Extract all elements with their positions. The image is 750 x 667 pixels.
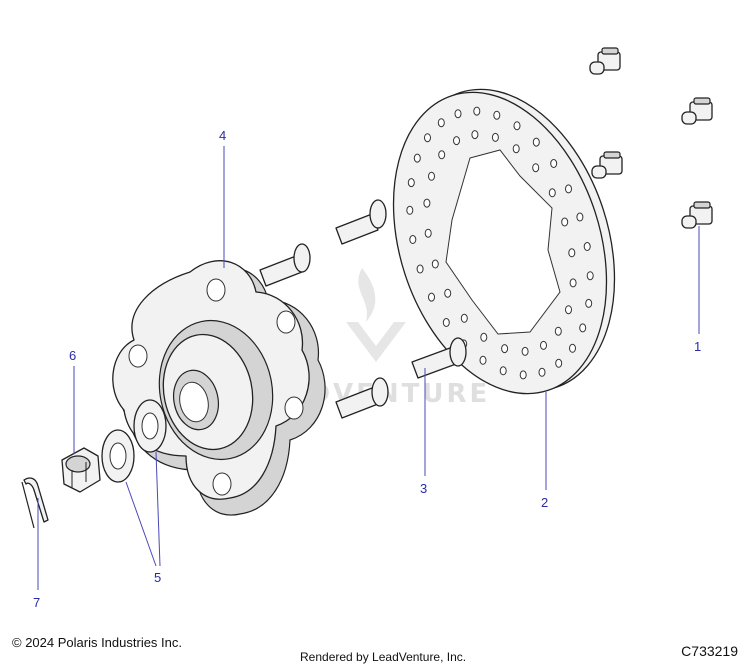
rotor-vent-hole — [424, 228, 432, 238]
rotor-vent-hole — [454, 109, 462, 119]
bolt — [589, 47, 621, 75]
rotor-vent-hole — [428, 292, 435, 302]
cotter-pin — [21, 477, 49, 529]
rotor-vent-hole — [479, 355, 487, 365]
bolt-group — [589, 47, 713, 229]
rotor-vent-hole — [499, 366, 507, 376]
bolt — [681, 97, 713, 125]
rotor-vent-hole — [519, 370, 527, 380]
copyright-text: © 2024 Polaris Industries Inc. — [12, 635, 182, 650]
rotor-vent-hole — [586, 271, 594, 281]
rotor-vent-holes — [406, 106, 594, 380]
rotor-vent-hole — [407, 178, 415, 188]
rotor-vent-hole — [431, 259, 439, 269]
rotor-vent-hole — [473, 106, 481, 116]
callout-2: 2 — [541, 495, 548, 510]
washer-group — [101, 399, 167, 483]
callout-5: 5 — [154, 570, 161, 585]
wheel-stud — [335, 377, 389, 419]
wheel-stud-group — [259, 199, 467, 419]
rotor-vent-hole — [460, 313, 468, 323]
rotor-vent-hole — [406, 205, 414, 215]
callout-4: 4 — [219, 128, 226, 143]
rotor-vent-hole — [423, 198, 431, 208]
rotor-vent-hole — [438, 150, 446, 160]
rotor-vent-hole — [471, 130, 479, 140]
callout-numbers: 1 2 3 4 5 6 7 — [33, 128, 701, 610]
rotor-vent-hole — [561, 217, 569, 227]
washer — [101, 429, 135, 483]
wheel-stud — [335, 199, 387, 245]
leader-lines — [37, 146, 700, 590]
leader-5a — [125, 481, 157, 567]
rotor-vent-hole — [532, 163, 540, 173]
rotor-vent-hole — [493, 110, 501, 120]
rotor-vent-hole — [568, 248, 576, 258]
bolt — [591, 151, 623, 179]
rotor-vent-hole — [501, 344, 509, 354]
diagram-code: C733219 — [681, 643, 738, 659]
callout-7: 7 — [33, 595, 40, 610]
rotor-vent-hole — [491, 132, 499, 142]
rotor-vent-hole — [444, 288, 452, 298]
callout-3: 3 — [420, 481, 427, 496]
rotor-vent-hole — [538, 367, 546, 377]
leader-5b — [155, 451, 161, 567]
rotor-vent-hole — [512, 144, 520, 154]
rotor-vent-hole — [416, 264, 424, 274]
callout-1: 1 — [694, 339, 701, 354]
rotor-vent-hole — [555, 358, 563, 368]
rotor-vent-hole — [548, 188, 556, 198]
rotor-vent-hole — [532, 137, 540, 147]
rotor-vent-hole — [579, 323, 587, 333]
rotor-vent-hole — [540, 340, 547, 350]
rotor-vent-hole — [569, 278, 577, 288]
castle-nut — [61, 447, 101, 493]
rotor-vent-hole — [550, 159, 558, 168]
washer — [133, 399, 167, 453]
rotor-vent-hole — [413, 153, 421, 163]
wheel-stud — [411, 337, 467, 379]
rotor-vent-hole — [569, 343, 576, 353]
bolt — [681, 201, 713, 229]
rotor-vent-hole — [453, 136, 460, 146]
rotor-vent-hole — [424, 133, 431, 143]
rotor-vent-hole — [583, 242, 591, 251]
callout-6: 6 — [69, 348, 76, 363]
rotor-vent-hole — [409, 235, 417, 244]
rotor-vent-hole — [576, 212, 584, 222]
wheel-stud — [259, 243, 311, 287]
rendered-by-text: Rendered by LeadVenture, Inc. — [300, 650, 467, 664]
wheel-hub — [112, 260, 326, 516]
rotor-vent-hole — [554, 326, 562, 336]
rotor-vent-hole — [428, 171, 435, 181]
rotor-vent-hole — [521, 346, 529, 356]
rotor-vent-hole — [442, 318, 450, 327]
rotor-vent-hole — [513, 121, 521, 131]
rotor-vent-hole — [565, 305, 572, 315]
rotor-vent-hole — [437, 118, 445, 128]
brake-rotor — [392, 88, 616, 395]
rotor-vent-hole — [585, 298, 593, 308]
rotor-vent-hole — [565, 184, 572, 194]
rotor-vent-hole — [480, 332, 488, 342]
